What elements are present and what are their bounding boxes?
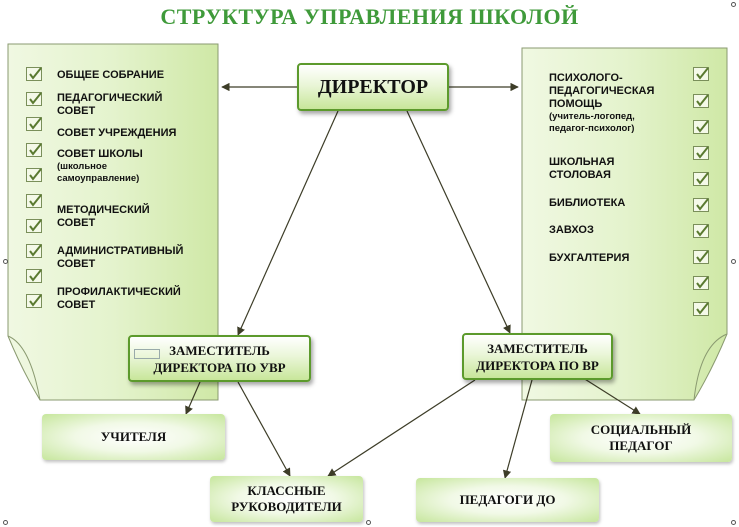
check-icon bbox=[26, 294, 42, 308]
arrow-vr-social bbox=[579, 375, 641, 415]
director-label: ДИРЕКТОР bbox=[317, 75, 429, 98]
social-teacher-box: СОЦИАЛЬНЫЙ ПЕДАГОГ bbox=[550, 414, 732, 462]
left-item-administrative-council: АДМИНИСТРАТИВНЫЙ СОВЕТ bbox=[57, 245, 184, 270]
left-item-pedagogical-council: ПЕДАГОГИЧЕСКИЙ СОВЕТ bbox=[57, 92, 163, 117]
class-leaders-label: КЛАССНЫЕ РУКОВОДИТЕЛИ bbox=[231, 483, 342, 514]
left-item-methodical-council: МЕТОДИЧЕСКИЙ СОВЕТ bbox=[57, 204, 150, 229]
check-icon bbox=[26, 244, 42, 258]
check-icon bbox=[693, 224, 709, 238]
selection-handle bbox=[731, 2, 736, 7]
selection-handle bbox=[731, 259, 736, 264]
check-icon bbox=[693, 250, 709, 264]
diagram-title: СТРУКТУРА УПРАВЛЕНИЯ ШКОЛОЙ bbox=[160, 4, 579, 29]
check-icon bbox=[26, 168, 42, 182]
deputy-vr-label: ЗАМЕСТИТЕЛЬ ДИРЕКТОРА ПО ВР bbox=[476, 340, 599, 373]
social-teacher-label: СОЦИАЛЬНЫЙ ПЕДАГОГ bbox=[590, 422, 692, 453]
extra-teachers-label: ПЕДАГОГИ ДО bbox=[459, 492, 556, 507]
left-item-prevention-council: ПРОФИЛАКТИЧЕСКИЙ СОВЕТ bbox=[57, 286, 181, 311]
right-sheet-fold bbox=[693, 333, 728, 401]
check-icon bbox=[693, 198, 709, 212]
arrow-director-vr bbox=[406, 110, 511, 334]
left-item-school-council: СОВЕТ ШКОЛЫ(школьное самоуправление) bbox=[57, 148, 143, 184]
right-item-accounting: БУХГАЛТЕРИЯ bbox=[549, 252, 630, 264]
check-icon bbox=[693, 146, 709, 160]
arrow-director-uvr bbox=[237, 110, 339, 336]
right-item-supply-manager: ЗАВХОЗ bbox=[549, 224, 594, 236]
teachers-box: УЧИТЕЛЯ bbox=[42, 414, 225, 460]
right-item-psych-help: ПСИХОЛОГО-ПЕДАГОГИЧЕСКАЯ ПОМОЩЬ(учитель-… bbox=[549, 72, 655, 134]
teachers-label: УЧИТЕЛЯ bbox=[100, 429, 167, 444]
check-icon bbox=[693, 120, 709, 134]
class-leaders-box: КЛАССНЫЕ РУКОВОДИТЕЛИ bbox=[210, 476, 363, 522]
arrow-vr-extra bbox=[502, 379, 533, 479]
arrow-uvr-teachers bbox=[185, 381, 201, 415]
left-item-institution-council: СОВЕТ УЧРЕЖДЕНИЯ bbox=[57, 127, 177, 139]
check-icon bbox=[26, 143, 42, 157]
check-icon bbox=[693, 94, 709, 108]
check-icon bbox=[693, 172, 709, 186]
check-icon bbox=[693, 302, 709, 316]
check-icon bbox=[26, 219, 42, 233]
check-icon bbox=[693, 276, 709, 290]
director-box: ДИРЕКТОР bbox=[297, 63, 449, 111]
left-sheet bbox=[7, 43, 219, 401]
extra-teachers-box: ПЕДАГОГИ ДО bbox=[416, 478, 599, 522]
selection-handle bbox=[3, 520, 8, 525]
selection-handle bbox=[731, 520, 736, 525]
left-sheet-fold bbox=[7, 335, 41, 401]
check-icon bbox=[26, 92, 42, 106]
deputy-vr-box: ЗАМЕСТИТЕЛЬ ДИРЕКТОРА ПО ВР bbox=[462, 333, 613, 380]
check-icon bbox=[693, 67, 709, 81]
check-icon bbox=[26, 67, 42, 81]
right-item-library: БИБЛИОТЕКА bbox=[549, 197, 626, 209]
right-item-canteen: ШКОЛЬНАЯ СТОЛОВАЯ bbox=[549, 156, 615, 181]
check-icon bbox=[26, 269, 42, 283]
left-item-general-meeting: ОБЩЕЕ СОБРАНИЕ bbox=[57, 69, 165, 81]
selection-handle bbox=[366, 520, 371, 525]
deputy-uvr-label: ЗАМЕСТИТЕЛЬ ДИРЕКТОРА ПО УВР bbox=[153, 342, 286, 375]
arrow-vr-classleaders bbox=[327, 379, 476, 477]
check-icon bbox=[26, 117, 42, 131]
arrow-uvr-classleaders bbox=[237, 381, 291, 477]
check-icon bbox=[26, 194, 42, 208]
selection-handle bbox=[3, 259, 8, 264]
deputy-uvr-text-frame bbox=[134, 349, 160, 359]
